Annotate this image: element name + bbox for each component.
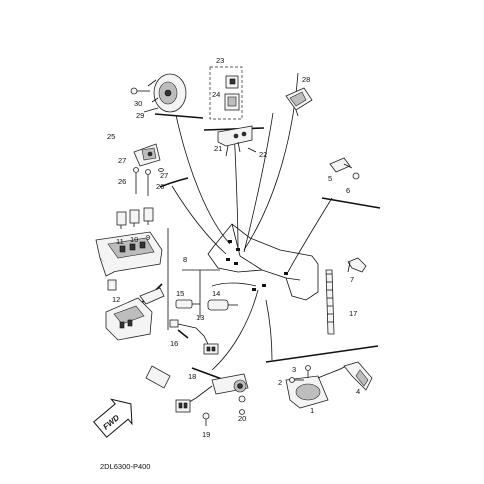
callout-17: 17 bbox=[349, 309, 357, 318]
callout-2: 2 bbox=[278, 378, 282, 387]
bracket-25 bbox=[133, 143, 161, 167]
callout-19: 19 bbox=[202, 430, 210, 439]
fuse-box bbox=[95, 231, 163, 277]
fuse-12 bbox=[107, 279, 117, 291]
callout-6: 6 bbox=[346, 186, 350, 195]
bolt-26-left bbox=[133, 167, 139, 194]
callout-18: 18 bbox=[188, 372, 196, 381]
callout-22: 22 bbox=[259, 150, 267, 159]
washer-20 bbox=[238, 395, 246, 415]
callout-26-left: 26 bbox=[118, 177, 126, 186]
sensor-18 bbox=[175, 373, 249, 413]
callout-25: 25 bbox=[107, 132, 115, 141]
callout-1: 1 bbox=[310, 406, 314, 415]
callout-10: 10 bbox=[130, 235, 138, 244]
fwd-arrow: FWD bbox=[93, 398, 133, 438]
callout-16: 16 bbox=[170, 339, 178, 348]
callout-24: 24 bbox=[212, 90, 220, 99]
callout-28: 28 bbox=[302, 75, 310, 84]
connector-15 bbox=[175, 299, 200, 309]
starter-relay bbox=[105, 287, 165, 341]
callout-5: 5 bbox=[328, 174, 332, 183]
callout-26-right: 26 bbox=[156, 182, 164, 191]
callout-14: 14 bbox=[212, 289, 220, 298]
sleeve-16 bbox=[145, 365, 171, 389]
callout-3: 3 bbox=[292, 365, 296, 374]
bracket-21 bbox=[217, 125, 257, 157]
bolt-19 bbox=[202, 412, 210, 426]
relay-box-23 bbox=[209, 66, 243, 120]
frame-outline bbox=[207, 223, 319, 301]
relay-28 bbox=[285, 87, 313, 117]
band-17 bbox=[325, 269, 335, 335]
washer-6 bbox=[352, 172, 360, 180]
callout-labels: 1 2 3 4 5 6 7 8 9 10 11 12 13 14 15 16 1… bbox=[107, 56, 360, 439]
bolt-3 bbox=[305, 365, 311, 378]
leader-lines bbox=[139, 72, 381, 389]
clamp-7 bbox=[347, 257, 367, 273]
washer-27 bbox=[158, 168, 164, 172]
callout-7: 7 bbox=[350, 275, 354, 284]
callout-30: 30 bbox=[134, 99, 142, 108]
callout-11: 11 bbox=[116, 237, 124, 246]
callout-8: 8 bbox=[183, 255, 187, 264]
bolt-26-right bbox=[145, 169, 151, 196]
connector-14 bbox=[207, 299, 238, 311]
sensor-5 bbox=[329, 157, 353, 173]
callout-23: 23 bbox=[216, 56, 224, 65]
callout-4: 4 bbox=[356, 387, 360, 396]
callout-15: 15 bbox=[176, 289, 184, 298]
callout-9: 9 bbox=[146, 233, 150, 242]
horn-bolt-30 bbox=[130, 87, 150, 95]
horn-29 bbox=[147, 73, 187, 113]
callout-20: 20 bbox=[238, 414, 246, 423]
coil-1 bbox=[285, 365, 347, 409]
connector-dots bbox=[226, 240, 288, 291]
callout-27-left: 27 bbox=[118, 156, 126, 165]
callout-13: 13 bbox=[196, 313, 204, 322]
connector-13 bbox=[169, 319, 219, 355]
bolt-2 bbox=[289, 377, 304, 383]
callout-12: 12 bbox=[112, 295, 120, 304]
callout-27-right: 27 bbox=[160, 171, 168, 180]
fuses-9-10-11 bbox=[116, 207, 154, 229]
plug-cap-4 bbox=[343, 361, 373, 391]
callout-21: 21 bbox=[214, 144, 222, 153]
callout-29: 29 bbox=[136, 111, 144, 120]
diagram-code: 2DL6300-P400 bbox=[100, 462, 150, 471]
